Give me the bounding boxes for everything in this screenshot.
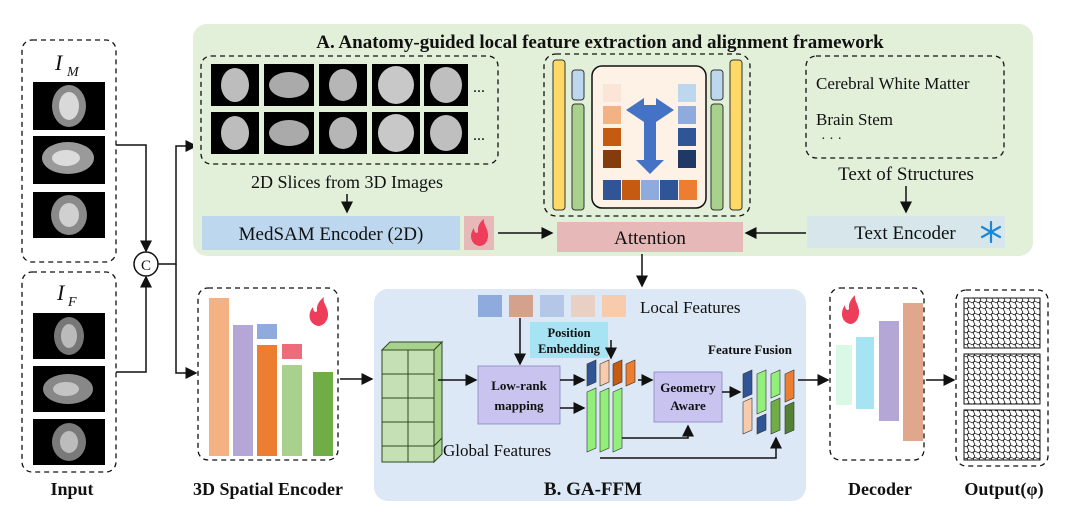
flame-icon xyxy=(464,216,494,250)
slices-row-1: ... xyxy=(211,64,485,106)
output-group xyxy=(955,289,1049,467)
global-features-cubes xyxy=(380,340,444,464)
structure-item-2: Brain Stem xyxy=(816,110,893,129)
medsam-encoder-box: MedSAM Encoder (2D) xyxy=(202,216,460,250)
slices-row-2: ... xyxy=(211,112,485,154)
geometry-line2: Aware xyxy=(670,398,706,413)
text-encoder-box: Text Encoder xyxy=(807,216,1005,248)
attention-box: Attention xyxy=(557,222,743,252)
moving-image-symbol: I xyxy=(54,50,64,75)
position-embedding-box: Position Embedding xyxy=(530,322,608,358)
output-label: Output(φ) xyxy=(964,479,1043,500)
fixed-slice-axial xyxy=(33,313,105,359)
slices-label: 2D Slices from 3D Images xyxy=(251,172,443,192)
feature-fusion-label: Feature Fusion xyxy=(708,342,793,357)
slices-ellipsis-1: ... xyxy=(473,79,485,96)
local-features-label: Local Features xyxy=(640,298,741,317)
input-label: Input xyxy=(50,479,93,499)
lowrank-line1: Low-rank xyxy=(491,378,547,393)
snowflake-icon xyxy=(980,220,1002,244)
position-embedding-line2: Embedding xyxy=(538,342,601,356)
concat-node: C xyxy=(133,251,159,277)
structure-item-3: · · · xyxy=(821,132,842,147)
attention-detail xyxy=(543,53,751,217)
moving-image-subscript: M xyxy=(66,65,80,80)
global-features-label: Global Features xyxy=(443,441,551,460)
lowrank-mapping-box: Low-rank mapping xyxy=(477,365,561,425)
local-features-tokens xyxy=(478,295,626,317)
structures-label: Text of Structures xyxy=(838,164,974,185)
fixed-image-subscript: F xyxy=(67,295,77,310)
attention-label: Attention xyxy=(614,228,686,249)
fused-tokens xyxy=(742,369,795,435)
moving-slice-sagittal xyxy=(33,136,105,184)
fixed-slice-coronal xyxy=(33,419,105,465)
medsam-label: MedSAM Encoder (2D) xyxy=(239,224,424,245)
concat-symbol: C xyxy=(141,258,151,274)
geometry-line1: Geometry xyxy=(660,380,716,395)
encoder3d-group xyxy=(197,287,339,461)
encoder3d-flame-icon xyxy=(309,297,329,326)
decoder-flame-icon xyxy=(842,295,860,324)
section-b-title: B. GA-FFM xyxy=(544,479,642,500)
input-fixed-group: I F xyxy=(21,271,117,473)
decoder-label: Decoder xyxy=(848,479,912,499)
slices-group: ... ... xyxy=(200,55,499,165)
fixed-slice-sagittal xyxy=(33,366,105,412)
lowrank-line2: mapping xyxy=(494,398,544,413)
moving-slice-axial xyxy=(33,82,105,130)
position-embedding-line1: Position xyxy=(547,326,590,340)
moving-slice-coronal xyxy=(33,192,105,238)
text-encoder-label: Text Encoder xyxy=(854,223,956,244)
structures-group: Cerebral White Matter Brain Stem · · · xyxy=(805,55,1005,159)
section-a-title: A. Anatomy-guided local feature extracti… xyxy=(316,32,884,53)
slices-ellipsis-2: ... xyxy=(473,127,485,144)
encoder3d-label: 3D Spatial Encoder xyxy=(193,479,343,499)
input-moving-group: I M xyxy=(21,39,117,263)
mapped-tokens xyxy=(586,359,636,453)
geometry-aware-box: Geometry Aware xyxy=(653,371,723,423)
decoder-group xyxy=(829,287,925,461)
structure-item-1: Cerebral White Matter xyxy=(816,74,970,93)
fixed-image-symbol: I xyxy=(56,280,66,305)
